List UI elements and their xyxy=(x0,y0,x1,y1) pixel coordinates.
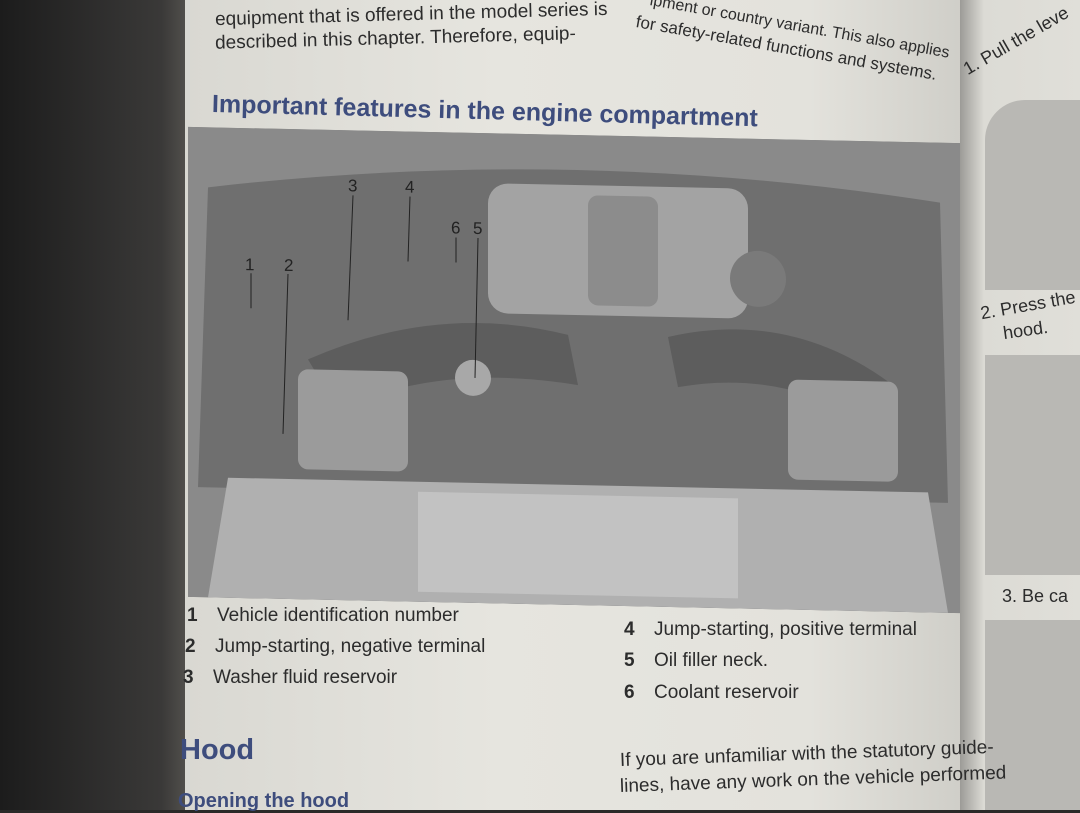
legend-item-1: 1 Vehicle identification number xyxy=(187,605,459,627)
right-step-3: 3. Be ca xyxy=(1002,586,1069,606)
callout-6: 6 xyxy=(451,218,461,238)
legend-num: 5 xyxy=(624,650,635,671)
legend-label: Jump-starting, negative terminal xyxy=(215,636,486,657)
right-image-3 xyxy=(985,620,1080,810)
legend-num: 2 xyxy=(185,636,196,657)
legend-num: 3 xyxy=(183,667,194,688)
legend-label: Vehicle identification number xyxy=(217,605,459,626)
legend-num: 4 xyxy=(624,619,635,640)
callout-4: 4 xyxy=(405,177,415,197)
legend-num: 6 xyxy=(624,682,635,703)
legend-label: Coolant reservoir xyxy=(654,682,799,703)
callout-5: 5 xyxy=(473,218,483,239)
right-image-2 xyxy=(985,355,1080,575)
hood-title: Hood xyxy=(180,734,255,766)
right-image-1 xyxy=(985,100,1080,290)
legend-item-5: 5 Oil filler neck. xyxy=(624,650,768,672)
opening-hood-subtitle: Opening the hood xyxy=(178,790,350,812)
engine-compartment-figure: 1 2 3 4 6 5 xyxy=(188,126,960,614)
callout-2: 2 xyxy=(284,255,294,276)
background-dark xyxy=(0,0,190,810)
legend-num: 1 xyxy=(187,605,198,626)
callout-3: 3 xyxy=(348,176,358,196)
callout-1: 1 xyxy=(245,255,255,275)
legend-item-4: 4 Jump-starting, positive terminal xyxy=(624,619,917,641)
legend-item-3: 3 Washer fluid reservoir xyxy=(183,667,397,689)
legend-label: Jump-starting, positive terminal xyxy=(654,619,917,640)
legend-item-6: 6 Coolant reservoir xyxy=(624,682,799,704)
legend-label: Oil filler neck. xyxy=(654,650,769,671)
legend-item-2: 2 Jump-starting, negative terminal xyxy=(185,636,485,658)
legend-label: Washer fluid reservoir xyxy=(213,667,398,688)
